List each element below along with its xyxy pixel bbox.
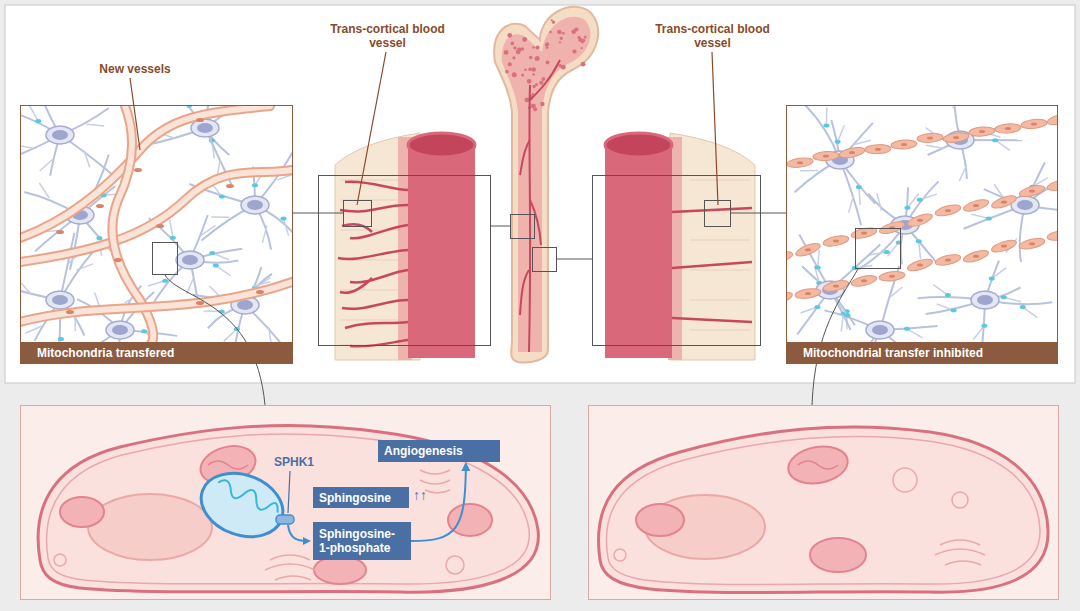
node-text: Mitochondria transfered [37,346,174,360]
increase-mark: ↑↑ [413,488,443,502]
endothelial-cell-left [38,425,538,592]
metabolite-box: Sphingosine-1-phosphate [313,522,411,560]
top-frame [5,5,1075,383]
leader-lines [130,52,718,205]
metabolite-box: Sphingosine [313,487,409,508]
endothelial-cell-right [598,427,1048,593]
node-text: Mitochondrial transfer inhibited [803,346,983,360]
node-text: Sphingosine [319,491,391,505]
inhibited-vessels-art [787,106,1057,342]
enzyme-label: SPHK1 [274,455,334,469]
status-band: Mitochondrial transfer inhibited [787,342,1057,363]
right-cross-section [593,133,761,360]
part-label: Trans-cortical blood vessel [655,22,770,50]
left-panel [21,106,293,364]
femur [292,7,786,363]
new-vessels-art [21,106,292,342]
bottom-right-panel [589,406,1059,600]
status-band: Mitochondria transfered [21,342,292,363]
flow-arrow [411,464,466,541]
left-cross-section [319,133,491,360]
callout-lines [153,229,901,406]
part-label: New vessels [80,62,190,76]
node-text: Sphingosine-1-phosphate [319,527,405,555]
part-label: Trans-cortical blood vessel [330,22,445,50]
outcome-box: Angiogenesis [378,440,500,462]
bottom-left-panel [21,406,551,600]
node-text: Angiogenesis [384,444,463,458]
